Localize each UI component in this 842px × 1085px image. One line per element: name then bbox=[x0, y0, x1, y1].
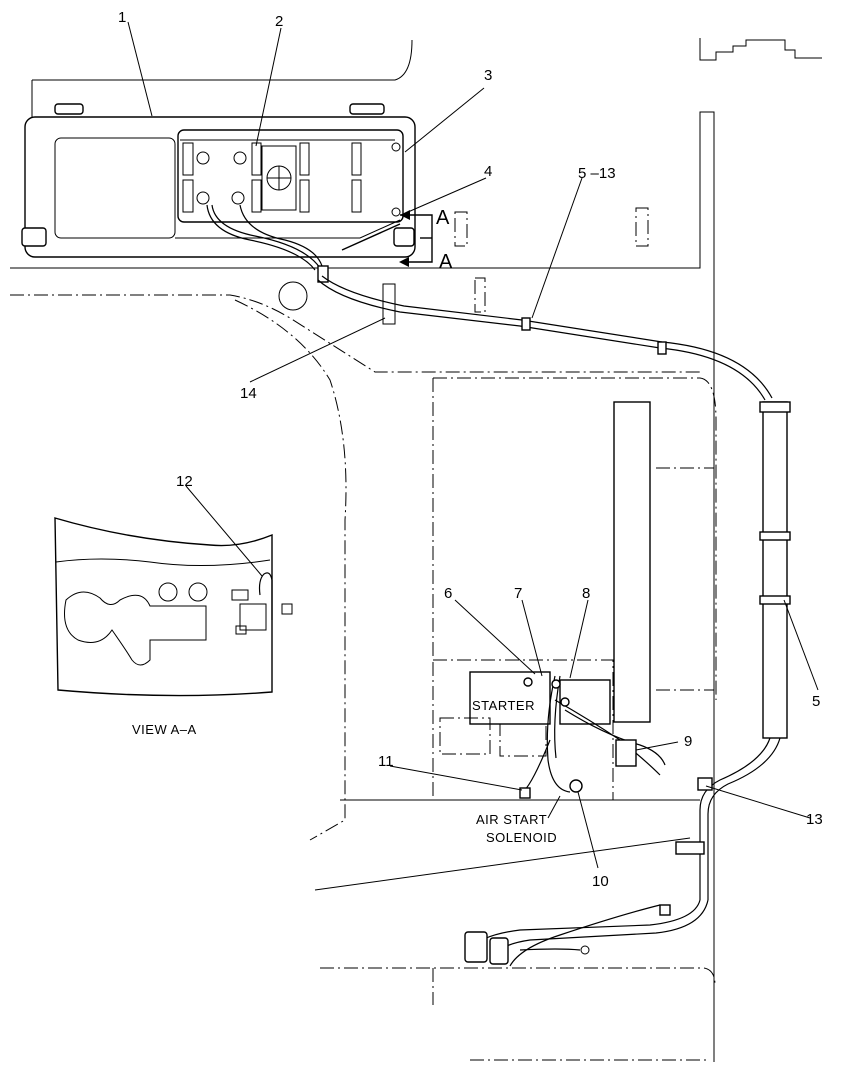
starter-terminal bbox=[523, 677, 533, 687]
frame-outlines bbox=[10, 111, 717, 1062]
callout-8: 8 bbox=[582, 585, 590, 602]
battery-box-group bbox=[21, 39, 468, 271]
callout-6: 6 bbox=[444, 585, 452, 602]
callout-2: 2 bbox=[275, 13, 283, 30]
starter-label: STARTER bbox=[472, 698, 535, 713]
starter-area bbox=[432, 659, 666, 801]
battery-bracket bbox=[341, 223, 401, 251]
callout-4: 4 bbox=[484, 163, 492, 180]
callout-7: 7 bbox=[514, 585, 522, 602]
callout-5: 5 bbox=[812, 693, 820, 710]
battery-pack bbox=[177, 129, 404, 223]
callout-12: 12 bbox=[176, 473, 193, 490]
section-a-top: A bbox=[436, 207, 450, 229]
callout-5-13: 5 –13 bbox=[578, 165, 616, 182]
corner-step-line bbox=[699, 38, 822, 61]
starter-terminal bbox=[551, 679, 561, 689]
battery-terminal bbox=[196, 191, 210, 205]
stack-tube bbox=[613, 401, 651, 723]
text-labels: A A STARTER AIR START SOLENOID VIEW A–A bbox=[132, 207, 557, 845]
air-start-label-2: SOLENOID bbox=[486, 830, 557, 845]
battery-box bbox=[24, 116, 416, 258]
callout-11: 11 bbox=[378, 753, 394, 770]
section-a-bottom: A bbox=[439, 251, 453, 273]
callout-14: 14 bbox=[240, 385, 257, 402]
battery-terminal bbox=[196, 151, 210, 165]
view-a-a-caption: VIEW A–A bbox=[132, 722, 197, 737]
harness-conduit bbox=[762, 401, 788, 739]
starter-terminal bbox=[560, 697, 570, 707]
callout-13: 13 bbox=[806, 811, 823, 828]
callout-3: 3 bbox=[484, 67, 492, 84]
wiring-harness bbox=[317, 275, 791, 967]
air-start-label-1: AIR START bbox=[476, 812, 547, 827]
callout-1: 1 bbox=[118, 9, 126, 26]
callout-10: 10 bbox=[592, 873, 609, 890]
callout-9: 9 bbox=[684, 733, 692, 750]
battery-terminal bbox=[233, 151, 247, 165]
air-start-solenoid bbox=[569, 779, 583, 793]
view-a-a-inset bbox=[54, 517, 293, 697]
leader-lines bbox=[127, 21, 819, 869]
callout-labels: 1 2 3 4 5 –13 14 12 6 7 8 9 11 10 13 5 bbox=[118, 9, 823, 890]
battery-terminal bbox=[231, 191, 245, 205]
